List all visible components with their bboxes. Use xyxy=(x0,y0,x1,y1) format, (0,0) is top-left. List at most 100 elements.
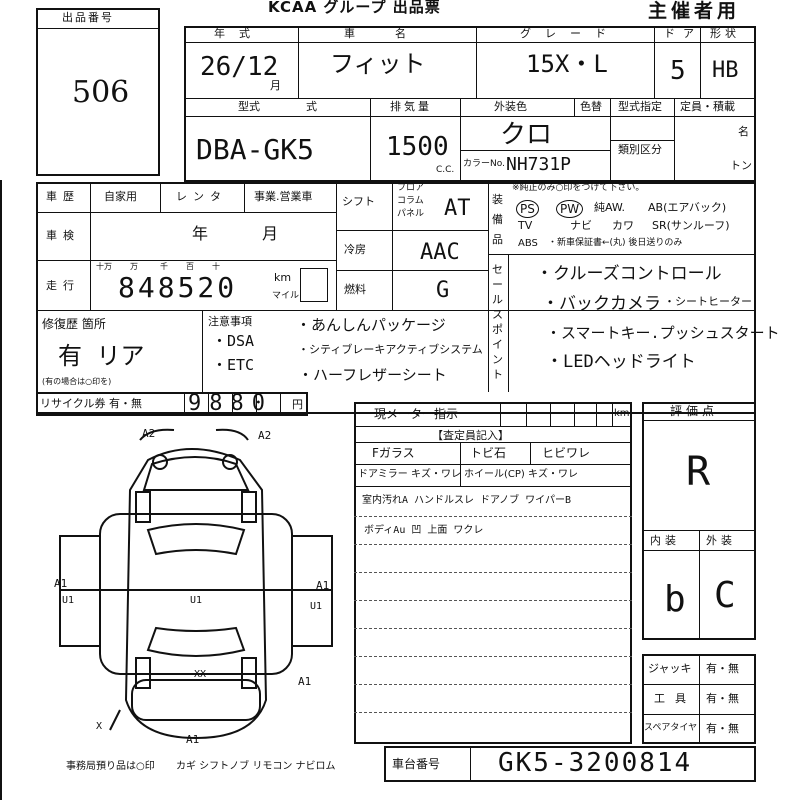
note-city-brake: ・シティブレーキアクティブシステム xyxy=(298,343,483,356)
equip-ps[interactable]: PS xyxy=(516,200,539,218)
glass-label: Fガラス xyxy=(372,446,415,460)
mileage-unit-100: 百 xyxy=(186,262,194,271)
lot-number-box xyxy=(36,8,160,176)
history-label: 車歴 xyxy=(46,190,80,203)
car-diagram[interactable] xyxy=(40,420,352,750)
equip-navi[interactable]: ナビ xyxy=(570,219,592,232)
diagram-mark-a2-right: A2 xyxy=(258,429,272,442)
diagram-mark-u1-right: U1 xyxy=(310,601,323,612)
color-change-label: 色替 xyxy=(580,100,602,113)
aircon-value: AAC xyxy=(420,240,460,265)
shift-panel[interactable]: パネル xyxy=(397,209,425,219)
inspector-remark-1: 室内汚れA ハンドルスレ ドアノブ ワイパーB xyxy=(362,495,572,506)
inspector-remark-2: ボディAu 凹 上面 ワクレ xyxy=(364,525,484,536)
equip-pw[interactable]: PW xyxy=(556,200,584,218)
door-label: ドア xyxy=(664,27,702,40)
sales-point-1: ・クルーズコントロール xyxy=(536,264,722,284)
mileage-unit-100k: 十万 xyxy=(96,262,112,271)
spare-yesno[interactable]: 有・無 xyxy=(706,722,739,735)
model-value: DBA-GK5 xyxy=(196,133,315,166)
history-rental[interactable]: レンタ xyxy=(176,190,227,203)
mileage-unit-1k: 千 xyxy=(160,262,168,271)
year-label: 年式 xyxy=(214,27,264,40)
equip-sunroof[interactable]: SR(サンルーフ) xyxy=(652,219,730,232)
tool-label: 工具 xyxy=(654,692,696,705)
shaken-label: 車検 xyxy=(46,229,80,242)
mile-checkbox[interactable] xyxy=(300,268,328,302)
equip-alloy-wheel[interactable]: 純AW. xyxy=(594,201,626,214)
mileage-unit-10k: 万 xyxy=(130,262,138,271)
equip-tv[interactable]: TV xyxy=(518,219,533,232)
note-half-leather: ・ハーフレザーシート xyxy=(298,366,447,384)
sales-points-label: セールスポイント xyxy=(492,263,503,381)
mileage-label: 走行 xyxy=(46,279,80,292)
mileage-km-unit: km xyxy=(274,271,292,284)
door-value: 5 xyxy=(670,56,686,86)
grade-label: グレード xyxy=(520,27,620,40)
meter-label: 現メーター指示 xyxy=(374,407,459,421)
condition-grid xyxy=(36,182,756,414)
exterior-value: C xyxy=(714,575,736,616)
aircon-label: 冷房 xyxy=(344,243,366,256)
displacement-label: 排気量 xyxy=(390,100,432,113)
repair-value: 有 リア xyxy=(58,342,145,370)
diagram-mark-a1-rear-right: A1 xyxy=(298,675,312,688)
office-note: 事務局預り品は○印 xyxy=(66,761,155,772)
office-items: カギ シフトノブ リモコン ナビロム xyxy=(176,761,336,772)
glass-chip[interactable]: トビ石 xyxy=(470,446,507,460)
repair-note: (有の場合は○印を) xyxy=(42,377,112,386)
tool-yesno[interactable]: 有・無 xyxy=(706,692,739,705)
wheel-label[interactable]: ホイール(CP) キズ・ワレ xyxy=(464,469,578,480)
grade-value: 15X・L xyxy=(526,50,608,78)
diagram-mark-a1-right: A1 xyxy=(316,579,330,592)
header-title: KCAA グループ 出品票 xyxy=(268,0,441,16)
jack-yesno[interactable]: 有・無 xyxy=(706,662,739,675)
note-package: ・あんしんパッケージ xyxy=(296,316,446,334)
inspector-box xyxy=(354,402,632,744)
shaken-month: 月 xyxy=(262,224,279,243)
lot-number-value: 506 xyxy=(72,75,130,110)
diagram-mark-x: X xyxy=(96,721,103,732)
equip-leather[interactable]: カワ xyxy=(612,219,634,232)
shape-value: HB xyxy=(712,58,739,83)
color-label: 外装色 xyxy=(494,100,527,113)
sales-point-2: ・バックカメラ xyxy=(542,294,661,314)
vehicle-info-grid xyxy=(184,26,756,182)
interior-value: b xyxy=(664,579,686,620)
score-label: 評価点 xyxy=(670,404,719,418)
organizer-label: 主催者用 xyxy=(648,0,741,22)
mileage-value: 848520 xyxy=(118,271,238,304)
color-value: クロ xyxy=(500,120,553,150)
glass-crack[interactable]: ヒビワレ xyxy=(542,446,591,460)
history-commercial[interactable]: 事業.営業車 xyxy=(254,190,313,203)
color-no-label: カラーNo. xyxy=(463,159,505,169)
shift-column[interactable]: コラム xyxy=(397,196,424,206)
equip-airbag[interactable]: AB(エアバック) xyxy=(648,201,727,214)
meter-unit: km xyxy=(614,408,630,419)
equipment-label: 装備品 xyxy=(492,193,503,246)
shift-value: AT xyxy=(444,196,471,221)
history-private[interactable]: 自家用 xyxy=(104,190,137,203)
equip-warranty[interactable]: ・新車保証書←(丸) 後日送りのみ xyxy=(548,238,683,248)
capacity-label: 定員・積載 xyxy=(680,100,735,113)
sales-point-5: ・LEDヘッドライト xyxy=(546,352,696,372)
sales-point-4: ・スマートキー.プッシュスタート xyxy=(546,324,780,342)
car-name-value: フィット xyxy=(330,50,426,78)
mileage-unit-10: 十 xyxy=(212,262,220,271)
fuel-value: G xyxy=(436,278,450,303)
capacity-persons-unit: 名 xyxy=(738,125,749,138)
shift-floor[interactable]: フロア xyxy=(397,183,425,193)
mirror-label[interactable]: ドアミラー キズ・ワレ xyxy=(358,469,461,480)
shift-label: シフト xyxy=(342,195,375,208)
diagram-mark-a2-left: A2 xyxy=(142,427,156,440)
exterior-label: 外装 xyxy=(706,534,736,547)
car-name-label: 車名 xyxy=(344,27,446,40)
recycle-label: リサイクル券 有・無 xyxy=(40,397,142,410)
recycle-amount: 9880 xyxy=(188,391,273,416)
diagram-mark-u1-left: U1 xyxy=(62,595,75,606)
model-label: 型式 xyxy=(238,100,260,113)
year-value: 26/12 xyxy=(200,52,279,82)
chassis-box xyxy=(384,746,756,782)
diagram-mark-a1-bottom: A1 xyxy=(186,733,200,746)
equip-abs[interactable]: ABS xyxy=(518,238,538,249)
